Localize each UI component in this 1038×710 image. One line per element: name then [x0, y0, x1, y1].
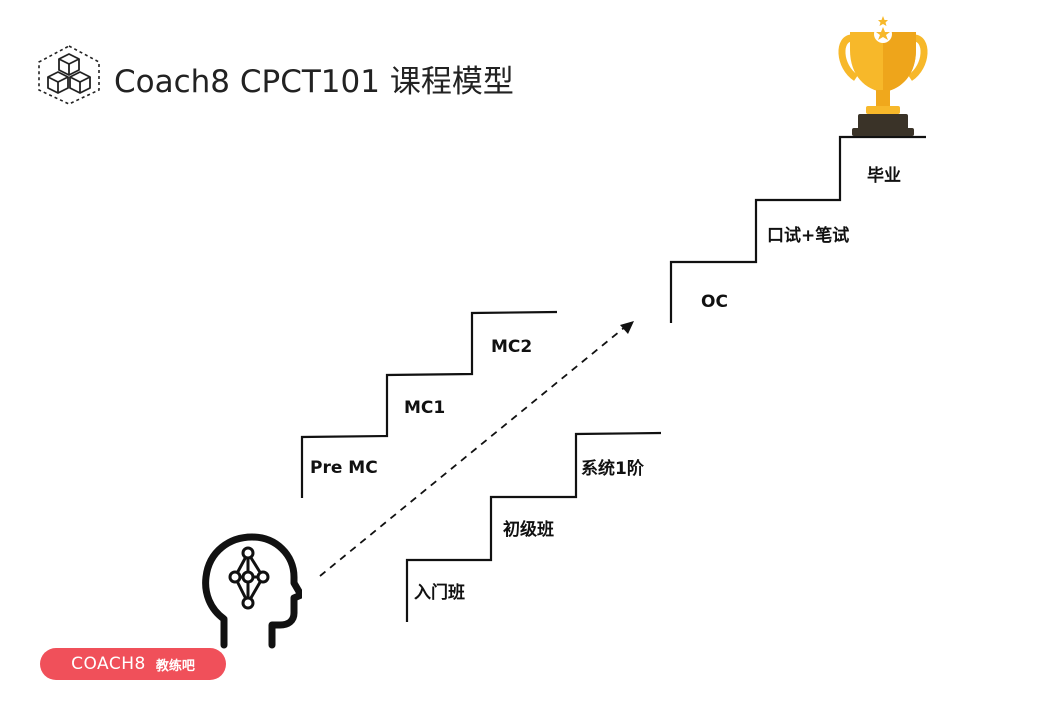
upper-staircase-right [669, 135, 926, 323]
head-network-icon [202, 533, 302, 649]
dashed-progress-arrow [319, 326, 626, 577]
lower-staircase [405, 431, 662, 622]
brand-name-cn: 教练吧 [155, 658, 195, 674]
step-label-mc1: MC1 [404, 398, 446, 418]
step-label-graduation: 毕业 [867, 166, 901, 186]
step-label-pre-mc: Pre MC [310, 458, 378, 478]
brand-logo: COACH8 教练吧 [40, 648, 226, 680]
upper-staircase-left [300, 310, 558, 498]
page-title: Coach8 CPCT101 课程模型 [114, 64, 514, 100]
cubes-icon [38, 45, 100, 105]
step-label-exam: 口试+笔试 [767, 226, 850, 246]
brand-name: COACH8 [71, 654, 146, 674]
step-label-beginner-class: 初级班 [503, 520, 554, 540]
step-label-intro-class: 入门班 [414, 583, 465, 603]
step-label-oc: OC [701, 292, 728, 312]
step-label-system-level1: 系统1阶 [581, 459, 644, 479]
step-label-mc2: MC2 [491, 337, 533, 357]
trophy-icon [838, 16, 928, 136]
arrowhead-icon [620, 321, 634, 334]
